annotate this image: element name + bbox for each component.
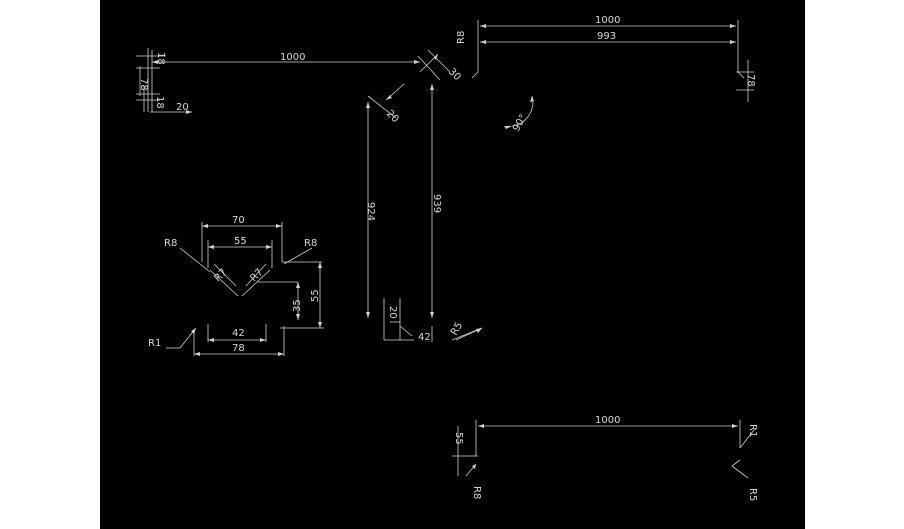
arrowhead	[730, 40, 736, 44]
label-r1: R1	[747, 424, 758, 437]
cad-drawing-canvas: 1000 18 78 18 20 1000 993 R8 78	[100, 0, 805, 529]
arrowhead	[194, 352, 200, 356]
label-18-top: 18	[155, 52, 166, 65]
top-right-dimension-group: 1000 993 R8 78	[456, 15, 756, 102]
label-78: 78	[138, 78, 149, 91]
arrowhead	[434, 54, 438, 60]
label-r1: R1	[148, 338, 161, 349]
label-55: 55	[453, 432, 464, 445]
chamfer-line	[417, 55, 441, 81]
arrowhead	[480, 40, 486, 44]
label-42: 42	[232, 328, 245, 339]
leader-r1	[739, 429, 755, 449]
arrowhead	[430, 312, 434, 318]
label-35: 35	[292, 299, 303, 312]
label-993: 993	[597, 31, 616, 42]
arrowhead	[530, 96, 534, 102]
arrowhead	[504, 126, 512, 129]
label-r5: R5	[747, 488, 758, 501]
middle-dimension-group: 30 20 90° 924 939 20 42 R5	[365, 49, 534, 343]
arrowhead	[366, 312, 370, 318]
arrowhead	[476, 328, 482, 333]
arrowhead	[278, 352, 284, 356]
arrowhead	[296, 282, 300, 288]
label-42: 42	[418, 332, 431, 343]
chamfer-line	[427, 49, 451, 73]
label-20: 20	[176, 102, 189, 113]
arrowhead	[386, 95, 392, 100]
arrowhead	[732, 424, 738, 428]
arrowhead	[296, 314, 300, 320]
leader-r5	[731, 459, 741, 467]
arrowhead	[366, 102, 370, 108]
arrowhead	[480, 24, 486, 28]
label-r8-left: R8	[164, 238, 177, 249]
label-30: 30	[446, 66, 463, 83]
arrowhead	[318, 262, 322, 268]
v-profile-line	[213, 263, 237, 287]
label-20-bottom: 20	[387, 306, 398, 319]
dim-line-20-diag	[367, 95, 397, 119]
v-profile-line	[209, 269, 239, 297]
arrowhead	[191, 328, 196, 334]
v-profile-line	[245, 263, 267, 287]
label-r5: R5	[449, 320, 465, 337]
arrowhead	[430, 84, 434, 90]
arrowhead	[260, 338, 266, 342]
label-78: 78	[745, 74, 756, 87]
profile-dimension-group: 70 55 R8 R8 R7 R7 35 55 R1	[148, 215, 324, 356]
label-1000: 1000	[280, 52, 305, 63]
label-90-deg: 90°	[511, 113, 529, 134]
label-78: 78	[232, 343, 245, 354]
arrowhead	[276, 224, 282, 228]
arrowhead	[478, 424, 484, 428]
hem-line	[471, 71, 479, 79]
bottom-dimension-group: 1000 55 R8 R1 R5	[452, 415, 758, 501]
label-55: 55	[234, 236, 247, 247]
arrowhead	[208, 338, 214, 342]
arrowhead	[186, 110, 192, 114]
v-profile-line	[241, 269, 271, 297]
leader	[399, 325, 413, 337]
label-924: 924	[365, 202, 376, 221]
label-55: 55	[310, 289, 321, 302]
arrowhead	[152, 60, 158, 64]
arrowhead	[208, 245, 214, 249]
arrowhead	[472, 464, 476, 469]
arrowhead	[730, 24, 736, 28]
arrowhead	[202, 224, 208, 228]
label-r7-right: R7	[248, 267, 265, 284]
label-r8: R8	[456, 31, 467, 44]
leader-r5	[731, 465, 749, 479]
leader-r8-left	[179, 247, 211, 273]
label-r8-right: R8	[304, 238, 317, 249]
label-r7-left: R7	[212, 267, 229, 284]
arrowhead	[318, 322, 322, 328]
label-939: 939	[431, 194, 442, 213]
arrowhead	[414, 60, 420, 64]
label-18-bottom: 18	[154, 96, 165, 109]
label-70: 70	[232, 215, 245, 226]
label-1000: 1000	[595, 15, 620, 26]
arrowhead	[266, 245, 272, 249]
label-r8: R8	[471, 486, 482, 499]
leader-r8-right	[283, 247, 313, 265]
top-left-dimension-group: 1000 18 78 18 20	[136, 48, 420, 114]
hem-line	[737, 71, 745, 79]
label-1000: 1000	[595, 415, 620, 426]
cad-drawing: 1000 18 78 18 20 1000 993 R8 78	[136, 15, 758, 501]
chamfer-line	[419, 53, 439, 73]
